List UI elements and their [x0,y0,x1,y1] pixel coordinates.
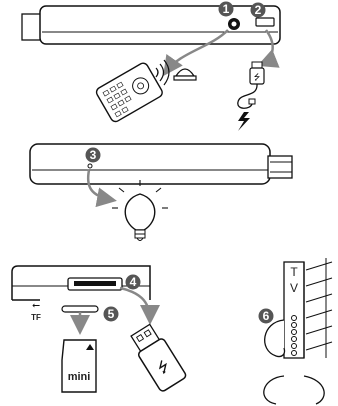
micro-usb-cable-icon: ⭍ [237,61,265,109]
callout-6: 6 [258,308,274,324]
arrow-ir-to-remote [163,29,229,77]
arrow-usb-to-cable [257,29,280,68]
remote-control-icon [95,62,163,123]
callout-4: 4 [125,274,141,290]
svg-text:1: 1 [223,2,230,16]
mini-label: mini [68,371,91,383]
callout-2: 2 [250,2,266,18]
ir-receiver-icon [173,68,197,81]
callout-5: 5 [103,306,119,322]
light-bulb-icon [112,180,168,241]
dongle-middle [29,143,293,185]
usb-symbol-icon: ⭠ [32,300,40,311]
microsd-card-icon: mini [61,339,97,393]
ir-signal-icon [155,59,170,86]
tv-side-panel-icon: T V [263,258,333,405]
svg-text:2: 2 [255,3,262,17]
callout-3: 3 [85,147,101,163]
arrow-usb-to-stick [119,286,160,325]
svg-text:4: 4 [130,275,137,289]
svg-text:3: 3 [90,148,97,162]
micro-usb-port-icon [255,17,275,27]
svg-text:⭍: ⭍ [254,73,261,82]
lightning-bolt-icon [238,112,250,131]
callout-1: 1 [218,1,234,17]
arrow-led-to-bulb [86,169,117,208]
tv-label-v: V [290,281,298,295]
tf-slot-icon [61,305,99,313]
svg-text:6: 6 [263,309,270,323]
dongle-top [21,5,281,45]
svg-text:5: 5 [108,307,115,321]
tv-label-t: T [290,265,298,279]
led-indicator-icon [87,163,93,169]
usb-flash-drive-icon: ⭍ [130,323,187,392]
tf-label: TF [31,313,41,322]
